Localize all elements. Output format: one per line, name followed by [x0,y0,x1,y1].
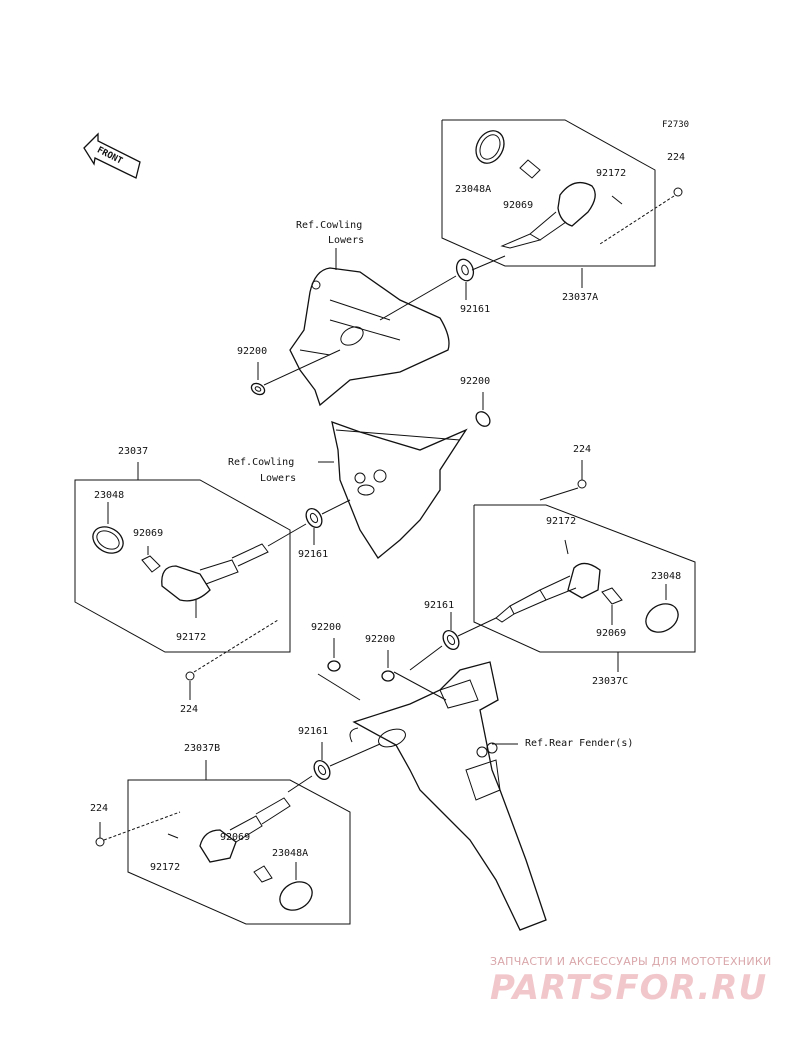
label-92069-right: 92069 [596,628,627,639]
ref-cowling-top-line2: Lowers [328,235,365,246]
bulb-92069-top [519,159,541,179]
signal-housing-right [495,562,601,623]
group-box-23037A [441,119,656,267]
label-224-top: 224 [667,152,686,163]
screw-92172-top [611,195,623,205]
label-224-right: 224 [573,444,592,455]
label-23048-left: 23048 [94,490,125,501]
bulb-92069-left [141,555,161,573]
label-92161-right: 92161 [424,600,455,611]
label-92200-mid: 92200 [460,376,491,387]
rear-fender [349,661,547,931]
label-92069-top: 92069 [503,200,534,211]
cowling-lower-top [289,267,450,407]
front-arrow-icon [83,132,141,179]
group-box-23037B [127,760,351,925]
grommet-92161-low [313,760,331,780]
grommet-92161-right [442,630,460,650]
lens-23048-right [645,603,679,633]
grommet-92161-top [455,258,475,282]
washer-92200-mid [475,411,491,427]
bulb-92069-low [253,865,273,883]
washer-92200-left [250,382,266,396]
diagram-code: F2730 [662,120,690,130]
group-box-23037 [74,462,291,653]
lens-23048A-top [475,130,505,164]
label-224-left: 224 [180,704,199,715]
label-23037B: 23037B [184,743,221,754]
label-92200-lower-a: 92200 [311,622,342,633]
lens-23048A-low [279,881,313,911]
washer-92200-lower-a [327,660,341,672]
label-92172-right: 92172 [546,516,577,527]
watermark-tagline: ЗАПЧАСТИ И АКСЕССУАРЫ ДЛЯ МОТОТЕХНИКИ [490,955,772,968]
ref-cowling-mid-line1: Ref.Cowling [228,457,295,468]
bolt-224-left [185,671,195,681]
label-92172-top: 92172 [596,168,627,179]
label-92069-low: 92069 [220,832,251,843]
cowling-lower-mid [331,420,468,559]
screw-92172-right [564,539,569,555]
signal-housing-low [199,797,291,863]
label-23037C: 23037C [592,676,629,687]
label-92200-lower-b: 92200 [365,634,396,645]
label-92161-top: 92161 [460,304,491,315]
label-23037: 23037 [118,446,149,457]
label-92161-mid: 92161 [298,549,329,560]
bolt-224-low [95,837,105,847]
label-92172-left: 92172 [176,632,207,643]
lens-23048-left [92,526,124,554]
bolt-224-top [673,187,683,197]
label-23048-right: 23048 [651,571,682,582]
label-92172-low: 92172 [150,862,181,873]
label-224-low: 224 [90,803,109,814]
bulb-92069-right [601,587,623,605]
label-92069-left: 92069 [133,528,164,539]
label-92200-left: 92200 [237,346,268,357]
label-23048A-top: 23048A [455,184,492,195]
label-23048A-low: 23048A [272,848,309,859]
ref-rear-fender: Ref.Rear Fender(s) [525,738,634,749]
screw-92172-low [167,833,179,839]
signal-housing-top [500,181,596,249]
ref-cowling-top-line1: Ref.Cowling [296,220,363,231]
washer-92200-lower-b [381,670,395,682]
label-23037A: 23037A [562,292,599,303]
ref-cowling-mid-line2: Lowers [260,473,297,484]
watermark-logo: PARTSFOR.RU [490,968,768,1008]
bolt-224-right [577,479,587,489]
grommet-92161-mid [305,508,323,528]
signal-housing-left [161,543,269,602]
label-92161-low: 92161 [298,726,329,737]
group-box-23037C [473,504,696,653]
